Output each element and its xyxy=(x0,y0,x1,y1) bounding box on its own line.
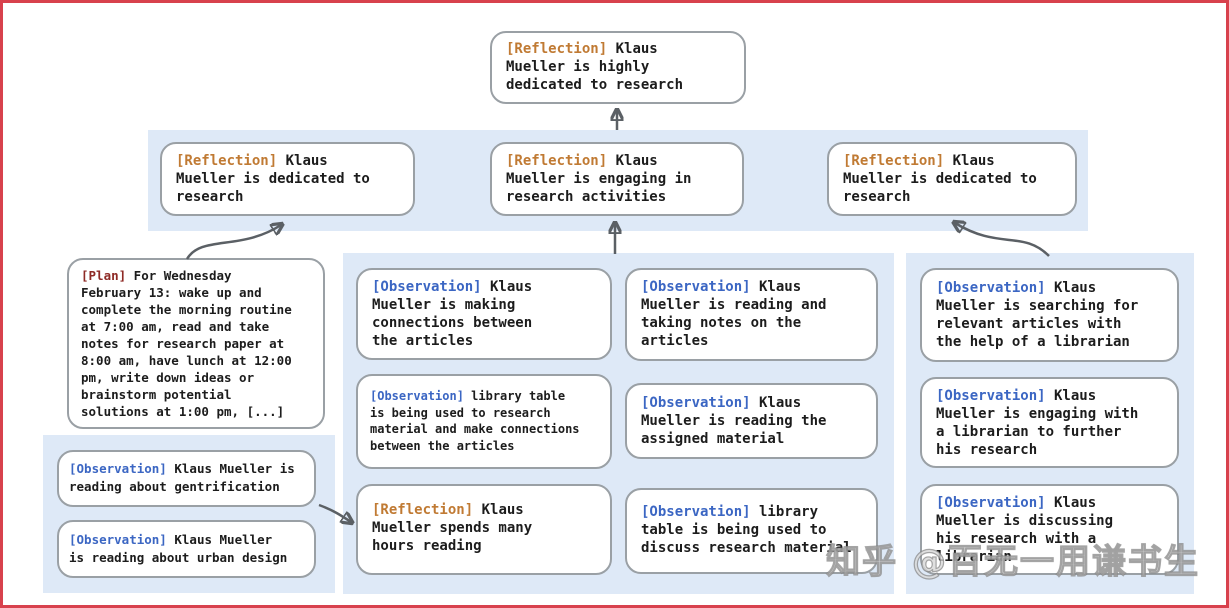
memory-text: Klaus Mueller is dedicated to research xyxy=(843,153,1037,205)
node-plan-wednesday: [Plan] For Wednesday February 13: wake u… xyxy=(67,258,325,429)
node-observation-gentrification: [Observation] Klaus Mueller is reading a… xyxy=(57,450,316,507)
node-reflection-dedicated-1: [Reflection] Klaus Mueller is dedicated … xyxy=(160,142,415,216)
node-observation-making-connections: [Observation] Klaus Mueller is making co… xyxy=(356,268,612,360)
memory-tag-label: [Observation] xyxy=(372,279,482,295)
memory-text: Klaus Mueller is reading about gentrific… xyxy=(69,461,295,494)
node-observation-assigned-material: [Observation] Klaus Mueller is reading t… xyxy=(625,383,878,459)
node-observation-discussing-librarian: [Observation] Klaus Mueller is discussin… xyxy=(920,484,1179,575)
memory-text: Klaus Mueller is reading about urban des… xyxy=(69,532,288,565)
memory-tag-label: [Reflection] xyxy=(506,153,608,169)
memory-text: Klaus Mueller is making connections betw… xyxy=(372,279,533,349)
memory-tag-label: [Observation] xyxy=(641,504,751,520)
memory-text: Klaus Mueller is searching for relevant … xyxy=(936,280,1139,350)
node-reflection-dedicated-2: [Reflection] Klaus Mueller is dedicated … xyxy=(827,142,1077,216)
memory-tag-label: [Reflection] xyxy=(176,153,278,169)
memory-tag-label: [Observation] xyxy=(69,461,167,476)
memory-tag-label: [Observation] xyxy=(69,532,167,547)
memory-tag-label: [Reflection] xyxy=(372,502,474,518)
memory-tag-label: [Reflection] xyxy=(843,153,945,169)
memory-text: Klaus Mueller is engaging in research ac… xyxy=(506,153,692,205)
node-root-reflection: [Reflection] Klaus Mueller is highly ded… xyxy=(490,31,746,104)
memory-text: Klaus Mueller is reading the assigned ma… xyxy=(641,395,827,447)
memory-text: Klaus Mueller is reading and taking note… xyxy=(641,279,827,349)
memory-text: Klaus Mueller is dedicated to research xyxy=(176,153,370,205)
node-observation-engaging-librarian: [Observation] Klaus Mueller is engaging … xyxy=(920,377,1179,468)
memory-tag-label: [Observation] xyxy=(641,279,751,295)
node-reflection-engaging: [Reflection] Klaus Mueller is engaging i… xyxy=(490,142,744,216)
memory-tag-label: [Observation] xyxy=(936,388,1046,404)
node-observation-searching-articles: [Observation] Klaus Mueller is searching… xyxy=(920,268,1179,362)
node-observation-taking-notes: [Observation] Klaus Mueller is reading a… xyxy=(625,268,878,361)
memory-text: library table is being used to discuss r… xyxy=(641,504,852,556)
memory-tag-label: [Observation] xyxy=(936,280,1046,296)
memory-tag-label: [Observation] xyxy=(936,495,1046,511)
memory-tag-label: [Plan] xyxy=(81,268,127,283)
memory-tag-label: [Reflection] xyxy=(506,41,608,57)
node-observation-library-table-discuss: [Observation] library table is being use… xyxy=(625,488,878,574)
node-observation-library-table-research: [Observation] library table is being use… xyxy=(356,374,612,469)
memory-text: Klaus Mueller is discussing his research… xyxy=(936,495,1114,565)
watermark-zhihu: 知乎 @百无一用谦书生 xyxy=(826,541,1200,582)
memory-text: For Wednesday February 13: wake up and c… xyxy=(81,268,292,419)
memory-tag-label: [Observation] xyxy=(370,389,464,403)
node-observation-urban-design: [Observation] Klaus Mueller is reading a… xyxy=(57,520,316,578)
memory-text: Klaus Mueller spends many hours reading xyxy=(372,502,533,554)
memory-text: library table is being used to research … xyxy=(370,389,580,453)
memory-tag-label: [Observation] xyxy=(641,395,751,411)
memory-text: Klaus Mueller is engaging with a librari… xyxy=(936,388,1139,458)
node-reflection-hours-reading: [Reflection] Klaus Mueller spends many h… xyxy=(356,484,612,575)
memory-text: Klaus Mueller is highly dedicated to res… xyxy=(506,41,684,93)
